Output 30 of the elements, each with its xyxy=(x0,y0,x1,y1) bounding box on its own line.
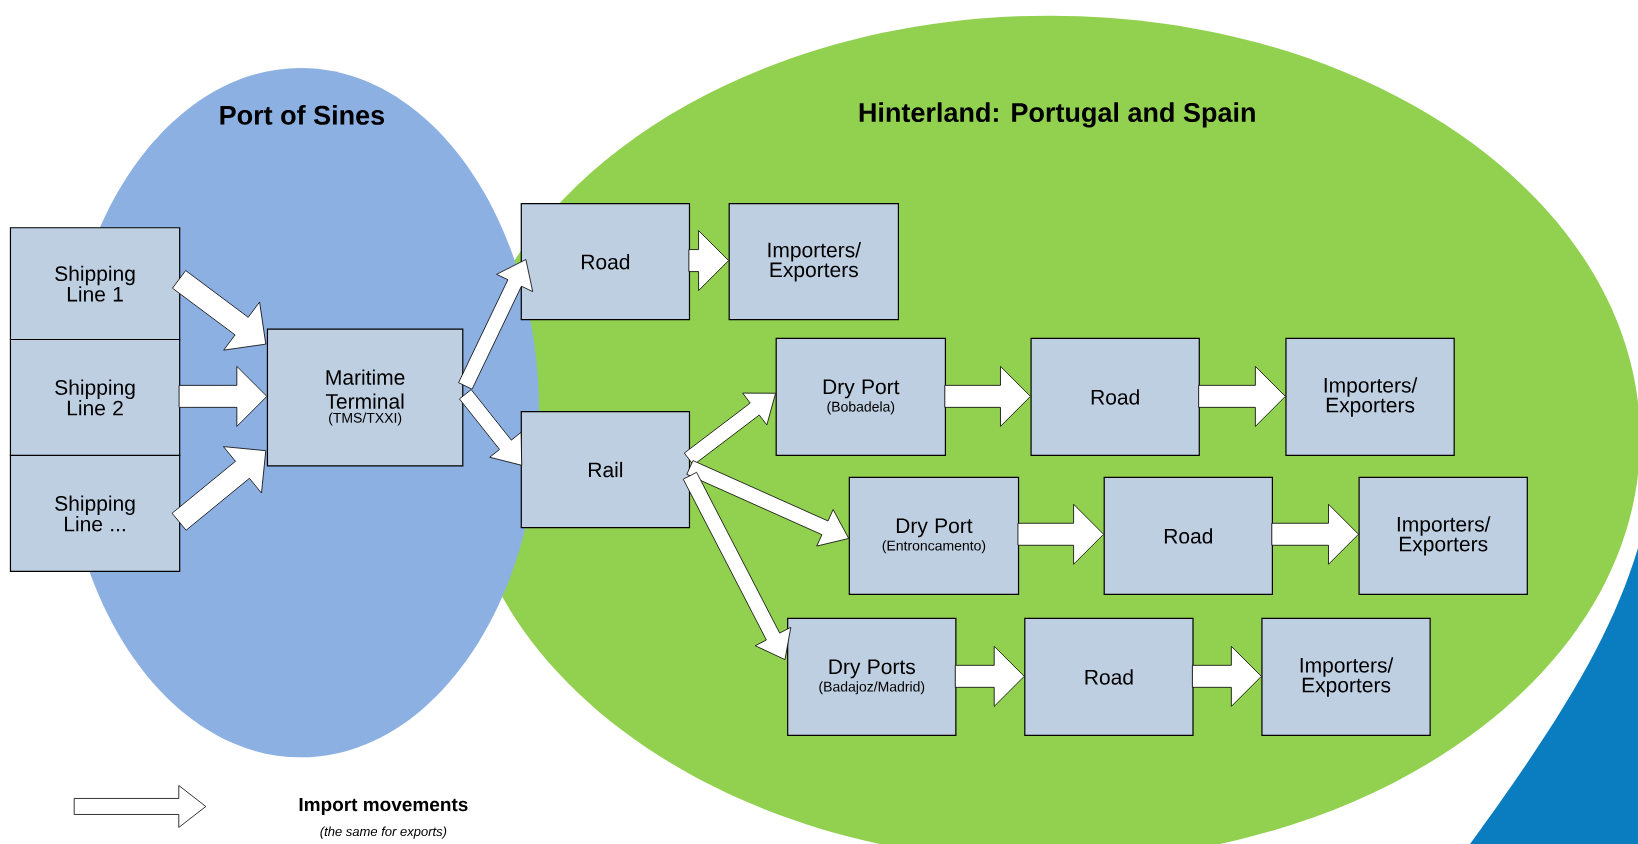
block-arrow xyxy=(1271,503,1359,565)
block-arrow xyxy=(944,365,1031,427)
process-box: Maritime Terminal (TMS/TXXI) xyxy=(266,328,464,467)
block-arrow xyxy=(1017,503,1104,565)
block-arrow xyxy=(171,446,267,531)
block-arrow xyxy=(458,259,534,390)
process-box: Shipping Line ... xyxy=(9,454,181,573)
block-arrow xyxy=(459,389,523,466)
process-box: Dry Port (Entroncamento) xyxy=(848,476,1020,595)
block-arrow xyxy=(172,270,267,351)
block-arrow xyxy=(1198,365,1286,427)
note-text: (the same for exports) xyxy=(320,826,447,839)
process-box: Road xyxy=(1103,476,1273,595)
process-box: Importers/ Exporters xyxy=(1285,337,1455,457)
process-box: Dry Port (Bobadela) xyxy=(775,337,946,457)
process-box: Shipping Line 2 xyxy=(9,338,181,457)
block-arrow xyxy=(178,365,268,427)
process-box: Road xyxy=(1024,617,1194,737)
process-box: Dry Ports (Badajoz/Madrid) xyxy=(787,617,957,737)
block-arrow xyxy=(682,471,792,661)
block-arrow xyxy=(954,645,1025,707)
process-box: Importers/ Exporters xyxy=(1261,617,1431,737)
process-box: Shipping Line 1 xyxy=(9,227,181,341)
process-box: Road xyxy=(520,203,691,321)
process-box: Importers/ Exporters xyxy=(728,203,899,321)
process-box: Road xyxy=(1030,337,1200,457)
block-arrow xyxy=(686,460,850,547)
block-arrow xyxy=(1192,645,1262,707)
process-box: Importers/ Exporters xyxy=(1358,476,1528,595)
block-arrow xyxy=(688,230,729,291)
